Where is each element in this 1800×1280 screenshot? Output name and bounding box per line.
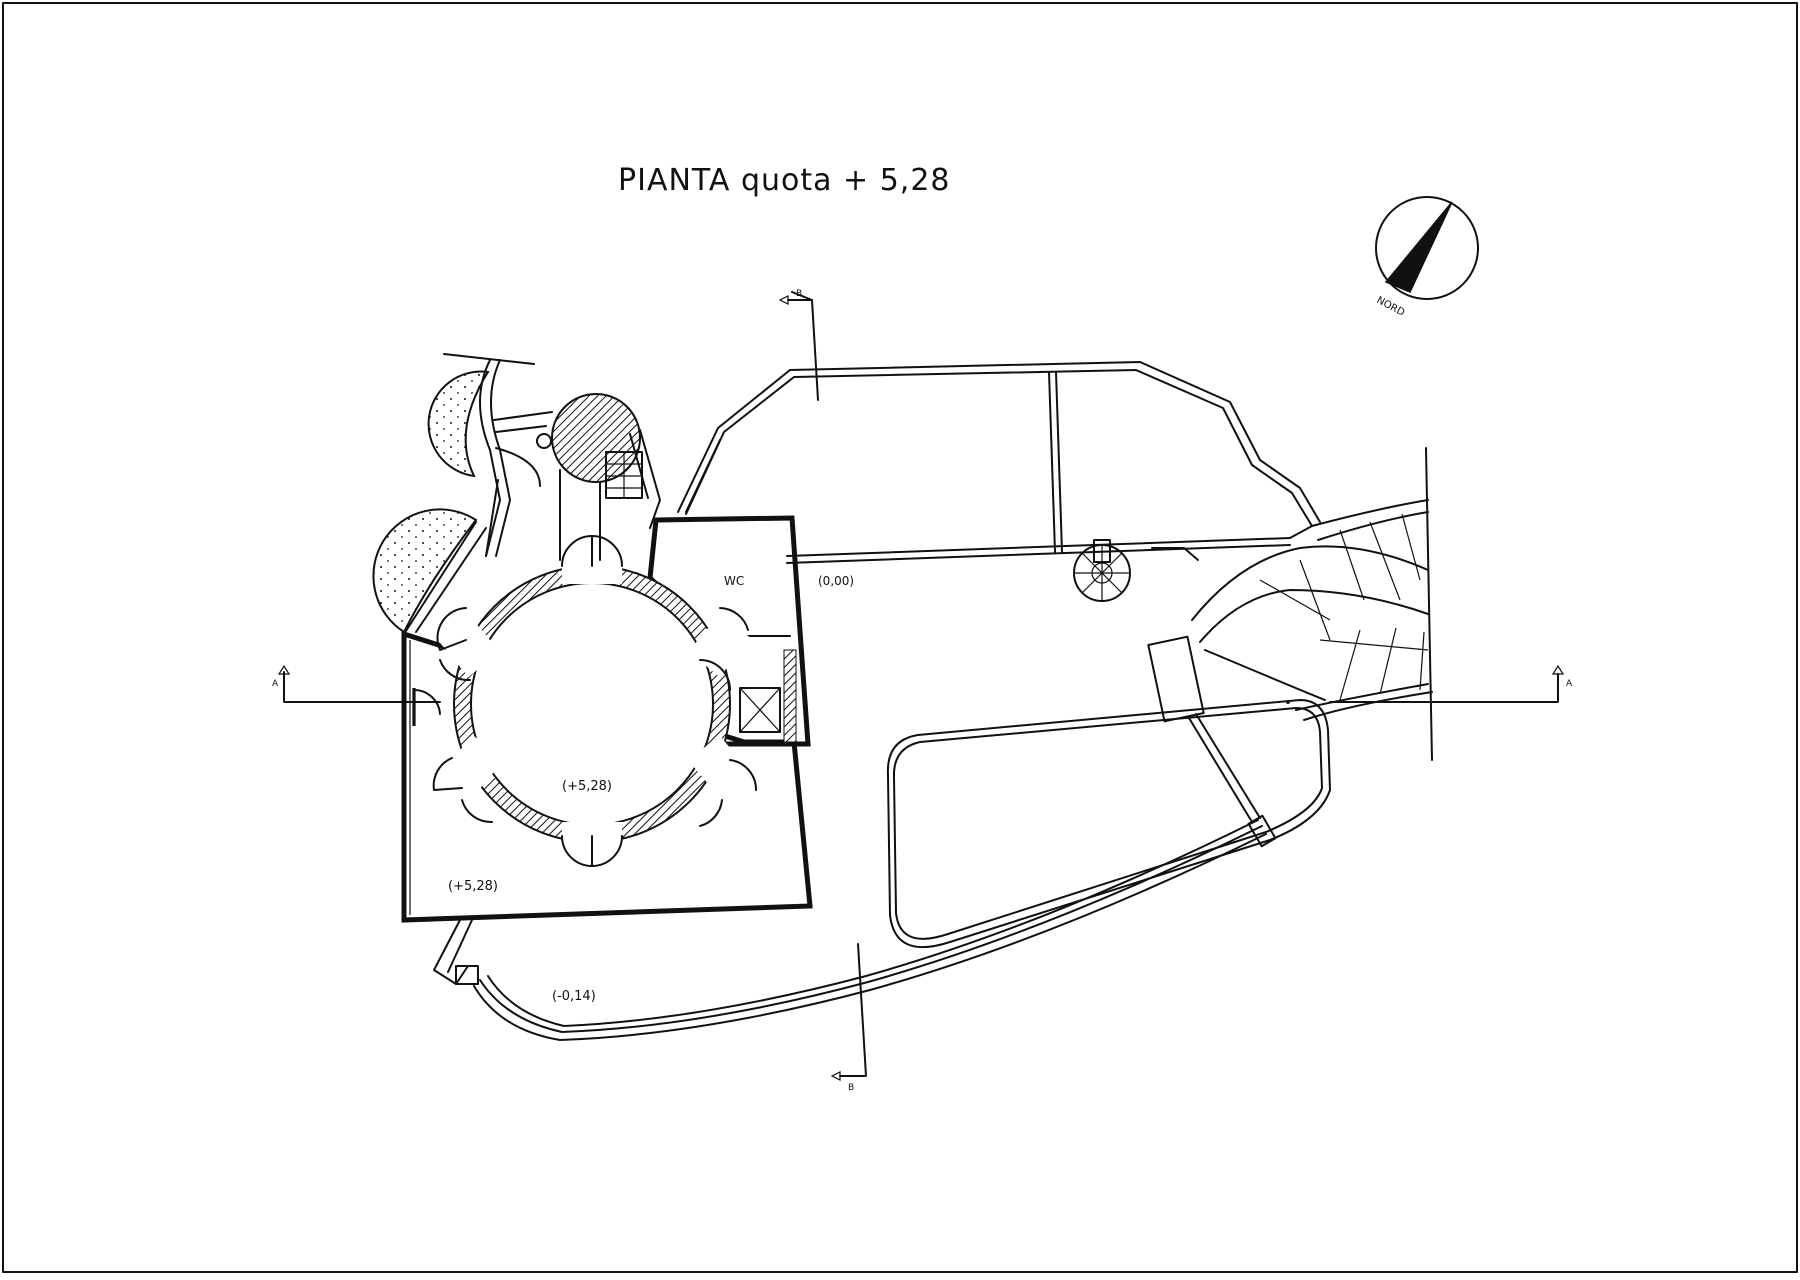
north-features — [372, 353, 721, 635]
lower-level-label: (-0,14) — [552, 989, 596, 1004]
terrace-level-label: (+5,28) — [448, 879, 498, 894]
paved-ramp — [1147, 447, 1433, 761]
upper-building-outline — [677, 361, 1321, 564]
circular-tower — [432, 535, 758, 867]
section-b-bottom-label: B — [848, 1083, 854, 1093]
north-arrow-icon: NORD — [1375, 196, 1479, 319]
spiral-stair — [1073, 539, 1131, 602]
tower-level-label: (+5,28) — [562, 779, 612, 794]
north-label: NORD — [1375, 295, 1407, 319]
bottom-curved-wall — [433, 819, 1267, 1041]
ground-level-label: (0,00) — [818, 574, 854, 588]
section-a: A A — [272, 664, 1573, 726]
lower-court — [886, 699, 1331, 949]
section-a-right-label: A — [1566, 679, 1573, 689]
section-a-left-label: A — [272, 679, 279, 689]
wc-label: WC — [724, 574, 744, 588]
section-b: B B — [778, 289, 867, 1093]
drawing-title: PIANTA quota + 5,28 — [618, 163, 951, 198]
section-b-top-label: B — [796, 289, 802, 299]
